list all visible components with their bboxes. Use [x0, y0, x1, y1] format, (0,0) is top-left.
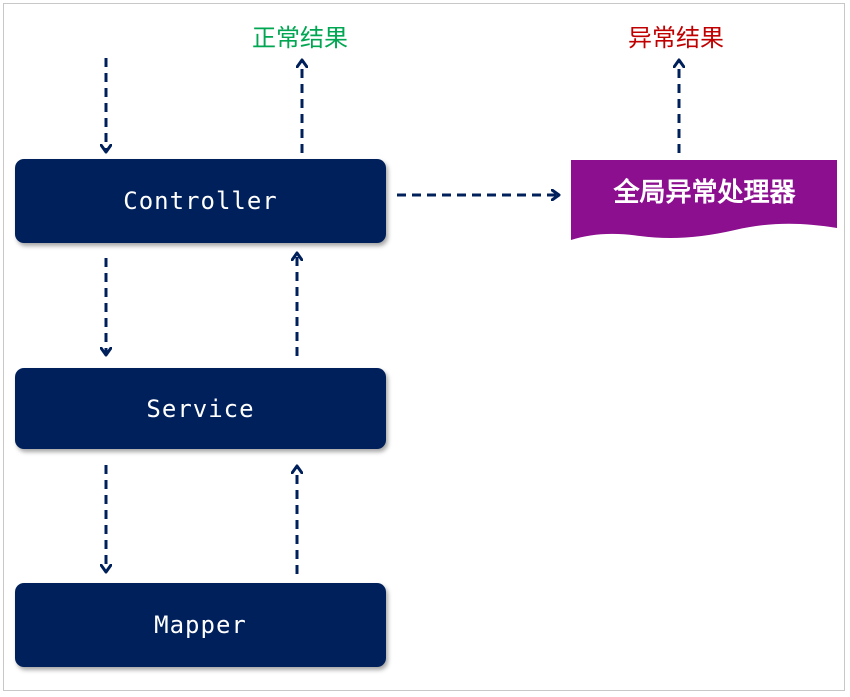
controller-label: Controller — [123, 187, 278, 215]
handler-shape — [571, 160, 837, 240]
error-result-label: 异常结果 — [628, 24, 724, 52]
diagram-frame — [3, 3, 845, 691]
global-exception-handler-label: 全局异常处理器 — [613, 178, 796, 208]
service-label: Service — [146, 394, 255, 423]
service-box: Service — [15, 368, 386, 449]
normal-result-label: 正常结果 — [252, 24, 348, 52]
controller-box: Controller — [15, 159, 386, 243]
mapper-box: Mapper — [15, 583, 386, 667]
mapper-label: Mapper — [154, 611, 247, 639]
